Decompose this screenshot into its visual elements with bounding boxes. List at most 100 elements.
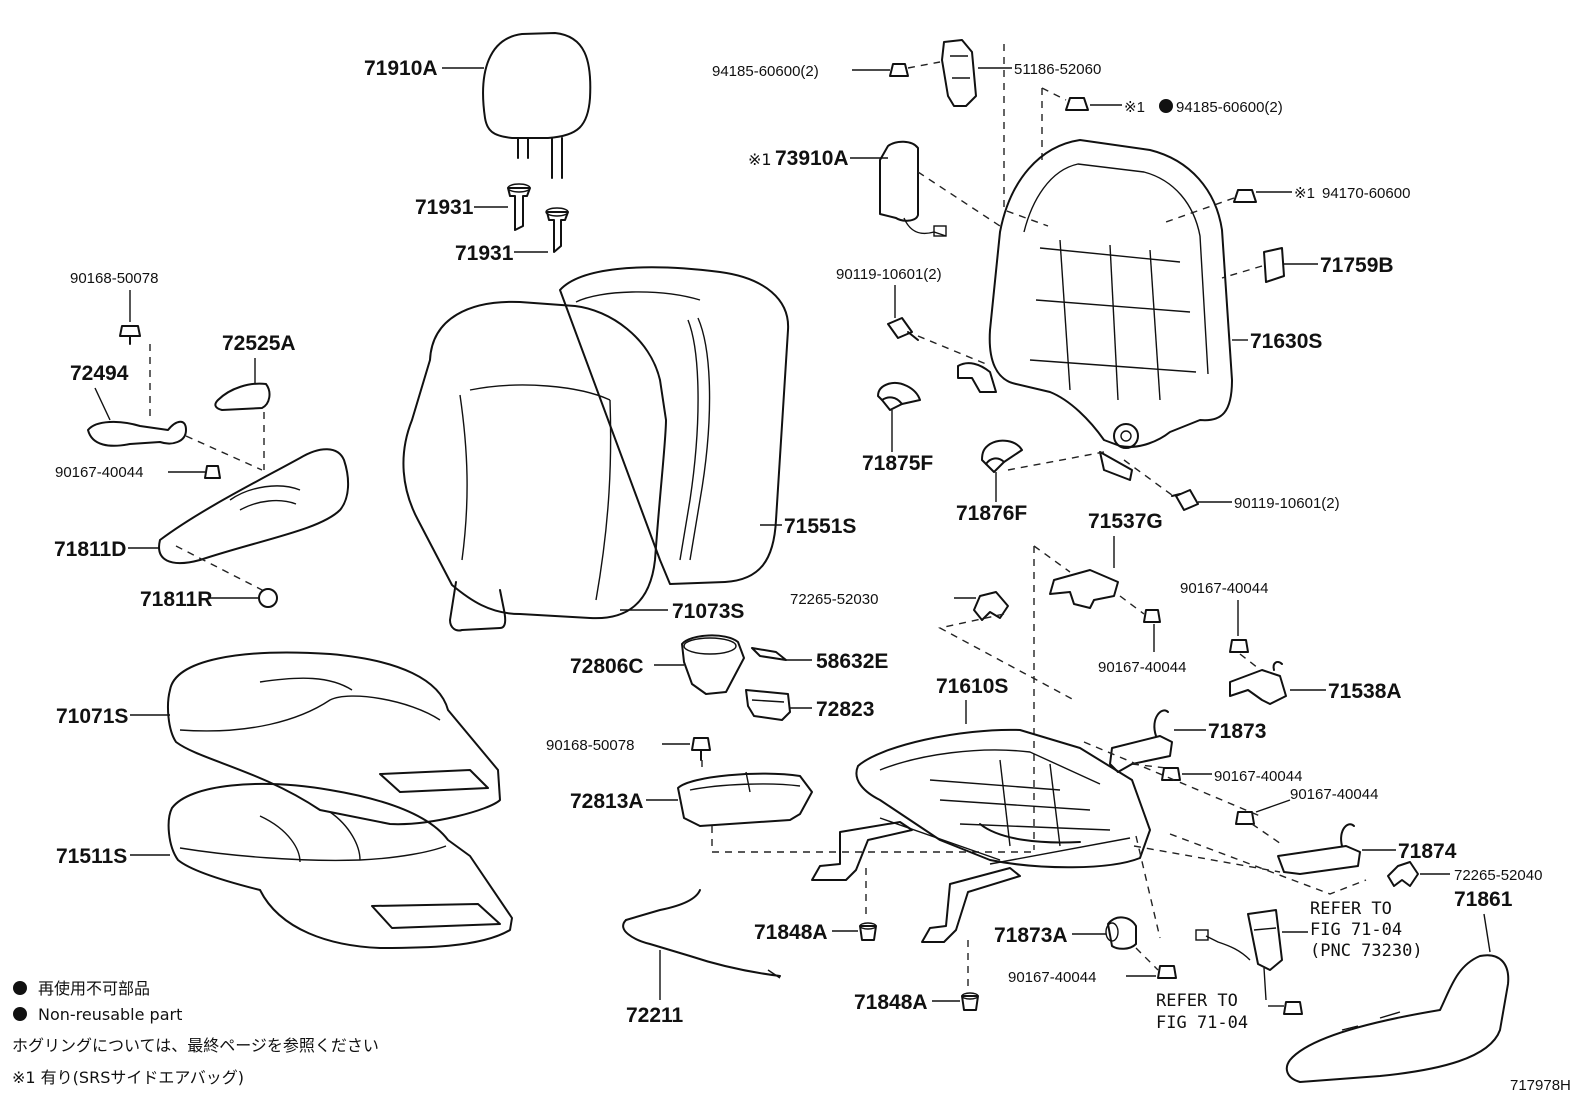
- cup-holder-illustration: [681, 634, 745, 695]
- label-71073S: 71073S: [672, 600, 744, 623]
- seatbelt-buckle-illustration: [1195, 909, 1283, 1001]
- label-71848A-upper: 71848A: [754, 921, 828, 944]
- wire-72211-illustration: [622, 889, 781, 979]
- label-71861: 71861: [1454, 888, 1513, 911]
- label-71551S: 71551S: [784, 515, 856, 538]
- lever-illustration: [87, 420, 187, 447]
- label-72211: 72211: [626, 1004, 684, 1027]
- bolt-illustration-3: [1171, 489, 1199, 511]
- figure-code: 717978H: [1510, 1077, 1571, 1094]
- clip-72265-52030-illustration: [973, 591, 1009, 621]
- legend-non-reusable-jp: 再使用不可部品: [38, 979, 150, 998]
- label-90168-50078-upper: 90168-50078: [70, 270, 158, 287]
- label-71811D: 71811D: [54, 538, 126, 561]
- lumbar-knob-illustration: [1263, 247, 1285, 283]
- label-90167-40044-mid: 90167-40044: [1098, 659, 1186, 676]
- side-shield-illustration: [158, 448, 350, 565]
- label-71538A: 71538A: [1328, 680, 1402, 703]
- label-71876F: 71876F: [956, 502, 1027, 525]
- label-94170-60600: 94170-60600: [1322, 185, 1410, 202]
- label-71875F: 71875F: [862, 452, 933, 475]
- bolt-illustration-4: [1143, 609, 1161, 623]
- tray-72823-illustration: [745, 689, 791, 721]
- label-sheet-illustration: [751, 647, 787, 661]
- bolt-illustration-2: [887, 317, 919, 341]
- bolt-illustration-7: [1235, 811, 1255, 825]
- recliner-cover-illustration: [941, 39, 977, 107]
- nut-illustration-2: [1065, 97, 1089, 111]
- label-72806C: 72806C: [570, 655, 644, 678]
- legend-dot-icon-jp: [13, 981, 27, 995]
- label-94170-60600-prefix: ※1: [1294, 185, 1315, 202]
- label-90167-40044-bottom: 90167-40044: [1008, 969, 1096, 986]
- label-71071S: 71071S: [56, 705, 128, 728]
- label-71610S: 71610S: [936, 675, 1008, 698]
- headrest-guide-illustration: [507, 183, 569, 253]
- label-72813A: 72813A: [570, 790, 644, 813]
- side-cover-71861-illustration: [1285, 954, 1510, 1083]
- label-71931-lower: 71931: [455, 242, 514, 265]
- headrest-illustration: [482, 32, 592, 179]
- label-94185-60600-lower: 94185-60600(2): [1176, 99, 1283, 116]
- nut-illustration-3: [1233, 189, 1257, 203]
- seat-cushion-pad-illustration: [167, 783, 513, 949]
- non-reusable-dot-icon: [1159, 99, 1173, 113]
- cap-71848A-lower-illustration: [961, 992, 979, 1011]
- label-71848A-lower: 71848A: [854, 991, 928, 1014]
- screw-illustration: [119, 325, 141, 345]
- cover-clip-71875F-illustration: [877, 382, 921, 411]
- clip-illustration: [258, 588, 278, 608]
- bolt-illustration: [204, 465, 221, 479]
- seatback-pad-illustration: [559, 266, 790, 585]
- label-90167-40044-right-mid: 90167-40044: [1214, 768, 1302, 785]
- label-72525A: 72525A: [222, 332, 296, 355]
- label-90168-50078-lower: 90168-50078: [546, 737, 634, 754]
- side-airbag-illustration: [879, 140, 947, 237]
- label-90167-40044-left: 90167-40044: [55, 464, 143, 481]
- ref1-line2: FIG 71-04: [1310, 920, 1402, 940]
- label-71931-upper: 71931: [415, 196, 474, 219]
- ref2-line1: REFER TO: [1156, 991, 1238, 1011]
- label-90167-40044-right-lower: 90167-40044: [1290, 786, 1378, 803]
- label-71511S: 71511S: [56, 845, 127, 868]
- label-72265-52030: 72265-52030: [790, 591, 878, 608]
- label-71874: 71874: [1398, 840, 1457, 863]
- label-72265-52040: 72265-52040: [1454, 867, 1542, 884]
- label-72823: 72823: [816, 698, 874, 721]
- bolt-illustration-6: [1161, 767, 1181, 781]
- label-71873: 71873: [1208, 720, 1266, 743]
- label-71759B: 71759B: [1320, 254, 1394, 277]
- label-90119-10601-lower: 90119-10601(2): [1234, 495, 1340, 512]
- hook-71873-illustration: [1109, 709, 1173, 773]
- label-90167-40044-right-upper: 90167-40044: [1180, 580, 1268, 597]
- nut-illustration: [889, 63, 909, 77]
- label-72494: 72494: [70, 362, 129, 385]
- bolt-illustration-9: [1157, 965, 1177, 979]
- label-71537G: 71537G: [1088, 510, 1163, 533]
- cap-71848A-upper-illustration: [859, 922, 877, 941]
- ref1-line1: REFER TO: [1310, 899, 1392, 919]
- legend-hog-ring-note: ホグリングについては、最終ページを参照ください: [12, 1036, 379, 1055]
- legend-dot-icon-en: [13, 1007, 27, 1021]
- cover-clip-71876F-illustration: [981, 439, 1023, 473]
- seat-cushion-cover-illustration: [167, 651, 501, 826]
- bracket-71537G-illustration: [1049, 569, 1119, 609]
- label-58632E: 58632E: [816, 650, 888, 673]
- under-tray-72813A-illustration: [677, 771, 813, 827]
- bracket-71538A-illustration: [1229, 661, 1287, 705]
- clip-72265-52040-illustration: [1387, 861, 1419, 887]
- seatback-frame-illustration: [957, 139, 1233, 481]
- hook-71874-illustration: [1277, 823, 1361, 875]
- ref2-line2: FIG 71-04: [1156, 1013, 1248, 1033]
- knob-71873A-illustration: [1105, 916, 1137, 950]
- label-94185-60600-prefix: ※1: [1124, 99, 1145, 116]
- label-71910A: 71910A: [364, 57, 438, 80]
- label-94185-60600-upper: 94185-60600(2): [712, 63, 819, 80]
- label-71811R: 71811R: [140, 588, 212, 611]
- legend-srs-note: ※1 有り(SRSサイドエアバッグ): [12, 1068, 244, 1087]
- label-71873A: 71873A: [994, 924, 1068, 947]
- seatback-cover-illustration: [402, 300, 667, 632]
- label-51186-52060: 51186-52060: [1014, 61, 1101, 78]
- label-73910A-prefix: ※1: [748, 150, 772, 169]
